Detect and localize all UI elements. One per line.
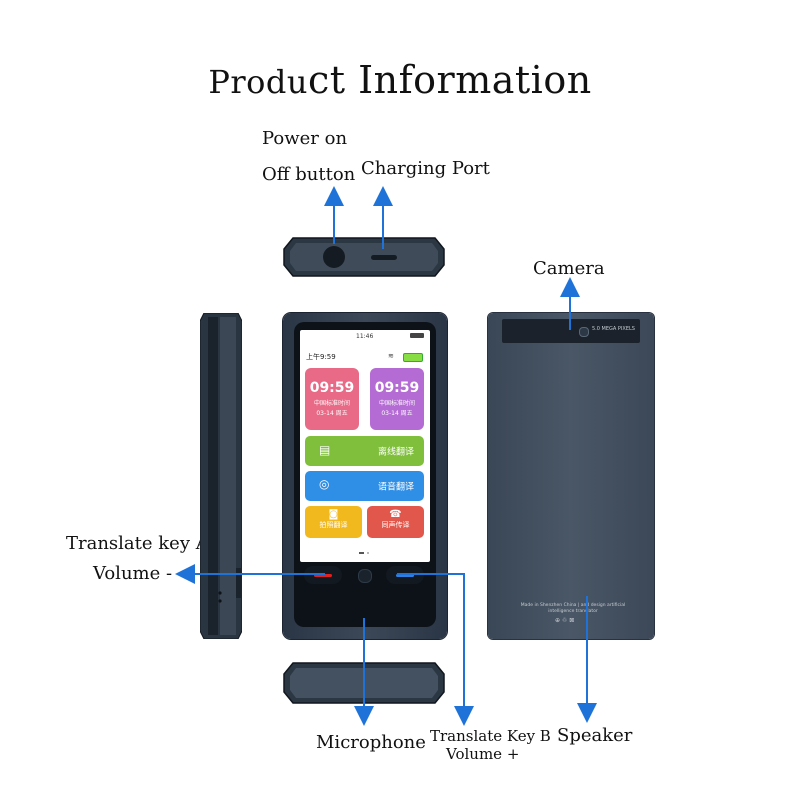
charging-port-icon xyxy=(371,255,397,260)
camera-lens-icon xyxy=(579,327,589,337)
voice-translate-tile[interactable]: ◎ 语音翻译 xyxy=(305,471,424,501)
title-rest: ct Information xyxy=(308,58,592,102)
device-front: 11:46 上午9:59 ≋ 09:59 中国标准时间 03-14 周五 09:… xyxy=(283,313,447,639)
clock-left-time: 09:59 xyxy=(309,380,355,396)
phone-arrow-icon: ☎ xyxy=(389,509,402,520)
camera-icon: ◙ xyxy=(328,509,339,520)
wifi-icon: ≋ xyxy=(388,352,394,360)
speech-bubble-icon: ◎ xyxy=(319,477,330,491)
certification-icons: ⊕ ♲ ⊠ xyxy=(555,617,575,624)
battery-full-icon xyxy=(403,353,423,362)
camera-label: Camera xyxy=(533,258,605,279)
power-label: Power on xyxy=(262,128,348,149)
chat-icon: ▤ xyxy=(319,443,331,457)
simultaneous-translate-label: 同声传译 xyxy=(381,521,410,529)
volume-key-icon xyxy=(236,568,241,598)
device-back: 5.0 MEGA PIXELS Made in Shenzhen China |… xyxy=(488,313,654,639)
home-button[interactable] xyxy=(358,569,372,583)
photo-translate-label: 拍照翻译 xyxy=(319,521,348,529)
camera-spec-text: 5.0 MEGA PIXELS xyxy=(592,326,635,332)
simultaneous-translate-tile[interactable]: ☎ 同声传译 xyxy=(367,506,424,538)
offline-translate-tile[interactable]: ▤ 离线翻译 xyxy=(305,436,424,466)
photo-translate-tile[interactable]: ◙ 拍照翻译 xyxy=(305,506,362,538)
off-button-label: Off button xyxy=(262,164,356,185)
page-title: Product Information xyxy=(0,58,800,102)
clock-left-date: 03-14 周五 xyxy=(316,410,348,417)
clock-right-time: 09:59 xyxy=(374,380,420,396)
speaker-label: Speaker xyxy=(557,725,633,746)
title-prefix: Produ xyxy=(208,63,308,101)
clock-tile-left[interactable]: 09:59 中国标准时间 03-14 周五 xyxy=(305,368,359,430)
status-time: 11:46 xyxy=(356,333,374,340)
clock-tile-right[interactable]: 09:59 中国标准时间 03-14 周五 xyxy=(370,368,424,430)
device-screen: 11:46 上午9:59 ≋ 09:59 中国标准时间 03-14 周五 09:… xyxy=(300,330,430,562)
clock-right-date: 03-14 周五 xyxy=(381,410,413,417)
offline-translate-label: 离线翻译 xyxy=(377,447,414,458)
page-indicator-dot xyxy=(367,552,369,554)
translate-key-b-label: Translate Key B xyxy=(430,727,551,745)
key-b-arrow xyxy=(397,573,474,726)
voice-translate-label: 语音翻译 xyxy=(377,482,414,493)
battery-icon xyxy=(410,333,424,338)
page-indicator xyxy=(359,552,364,554)
volume-plus-label: Volume + xyxy=(446,745,520,763)
device-top-edge xyxy=(283,237,445,277)
charging-port-label: Charging Port xyxy=(361,158,490,179)
status-bar: 11:46 xyxy=(300,330,430,346)
device-side-view xyxy=(200,313,242,639)
made-in-text: Made in Shenzhen China | and design arti… xyxy=(520,603,626,614)
translate-key-a-label: Translate key A xyxy=(66,533,209,554)
clock-left-zone: 中国标准时间 xyxy=(313,400,350,407)
volume-minus-label: Volume - xyxy=(93,563,173,584)
clock-right-zone: 中国标准时间 xyxy=(378,400,415,407)
camera-bar: 5.0 MEGA PIXELS xyxy=(502,319,640,343)
top-time: 上午9:59 xyxy=(306,353,336,361)
microphone-label: Microphone xyxy=(316,732,426,753)
power-button-icon xyxy=(323,246,345,268)
